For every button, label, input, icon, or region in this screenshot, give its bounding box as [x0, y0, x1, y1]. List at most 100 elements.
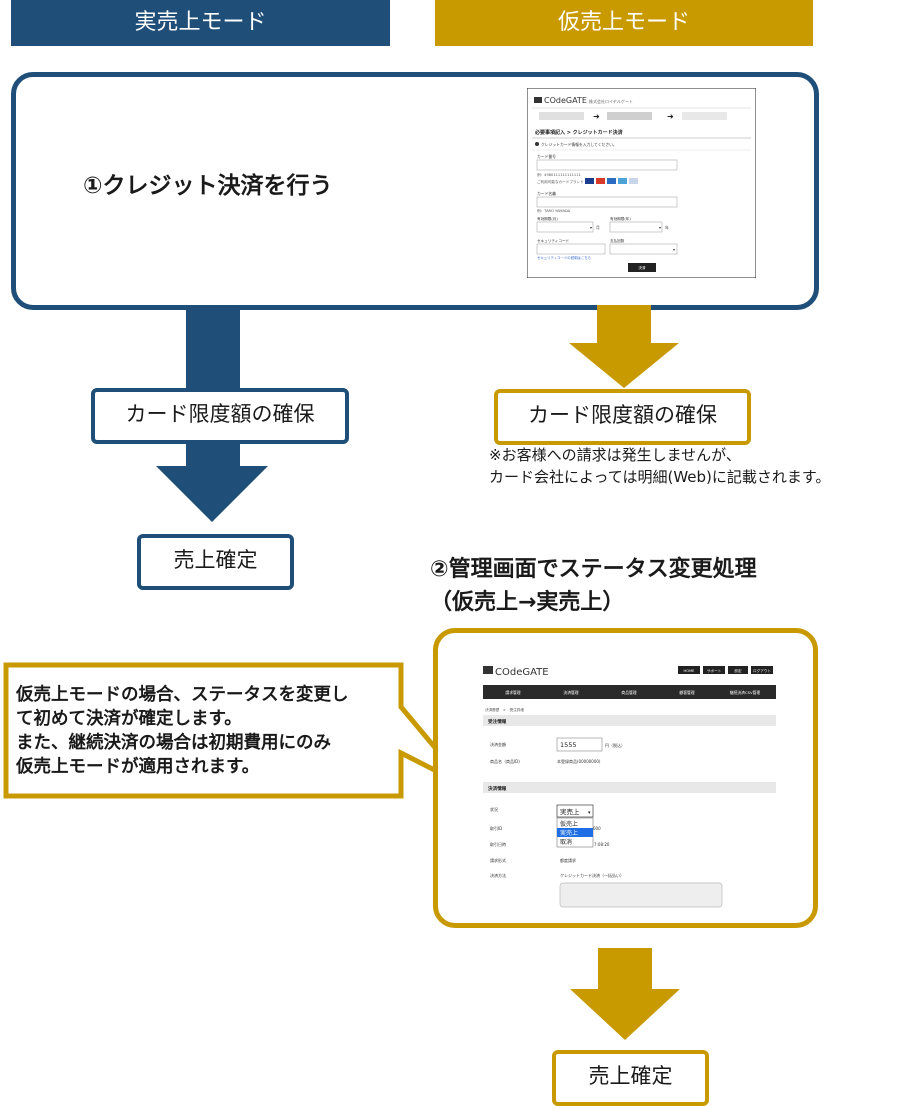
diners-icon [629, 178, 638, 184]
admin-nav-payments: 決済管理 [563, 690, 578, 695]
mini-security-label: セキュリティコード [537, 238, 570, 243]
admin-status-option-provisional: 仮売上 [560, 820, 578, 828]
mini-submit-label: 決済 [638, 265, 646, 270]
admin-amount-label: 決済金額 [490, 741, 506, 747]
step-arrow-icon: ➜ [667, 112, 674, 121]
left-confirm-box: 売上確定 [137, 534, 294, 590]
left-confirm-label: 売上確定 [173, 548, 258, 572]
payment-form-screenshot: COdeGATE 株式会社ロイヤルゲート ➜ ➜ 必要事項記入 > クレジットカ… [527, 88, 756, 278]
callout-line-1: 仮売上モードの場合、ステータスを変更し [16, 685, 349, 705]
chevron-down-icon: ▾ [588, 810, 591, 816]
admin-settings-button: 設定 [734, 668, 742, 673]
admin-status-option-cancel: 取消 [560, 838, 572, 846]
admin-order-section: 受注情報 [488, 718, 507, 725]
right-hold-box: カード限度額の確保 [494, 389, 751, 445]
admin-amount-input [556, 737, 603, 752]
admin-nav-csv: 継続決済CSV管理 [730, 690, 761, 695]
admin-logout-button: ログアウト [753, 668, 771, 673]
visa-icon [585, 178, 594, 184]
step-arrow-icon: ➜ [593, 112, 600, 121]
admin-billing-label: 請求形式 [490, 857, 506, 863]
mini-submit-button [628, 263, 656, 272]
mini-security-field [536, 243, 606, 255]
mini-pay-count-select [609, 243, 678, 255]
mini-section-title: 必要事項記入 > クレジットカード決済 [534, 129, 624, 136]
admin-method-value: クレジットカード決済（一括払い） [560, 872, 624, 878]
admin-billing-value: 都度請求 [560, 857, 576, 863]
callout-line-2: て初めて決済が確定します。 [16, 709, 242, 729]
admin-txn-date-label: 取引日時 [490, 841, 506, 847]
admin-home-button: HOME [684, 669, 696, 673]
callout-line-3: また、継続決済の場合は初期費用にのみ [16, 733, 331, 753]
mini-exp-year-select [609, 221, 663, 233]
admin-screenshot: COdeGATE HOME サポート 設定 ログアウト 請求管理 決済管理 商品… [483, 666, 776, 908]
step2-line-1: ②管理画面でステータス変更処理 [430, 557, 757, 582]
mini-security-link: セキュリティコードの説明はこちら [537, 255, 591, 260]
mini-logo: COdeGATE [544, 96, 587, 105]
admin-method-label: 決済方法 [490, 872, 506, 878]
left-hold-box: カード限度額の確保 [91, 388, 349, 444]
bottom-arrow-down-icon [570, 948, 680, 1040]
left-arrow-down-icon [156, 436, 268, 522]
admin-product-value: 本登録商品(00000000) [557, 758, 601, 764]
svg-text:▾: ▾ [659, 225, 661, 230]
codegate-logo-icon [483, 666, 493, 674]
mini-card-name-example: 例：TARO YAMADA [537, 208, 571, 213]
admin-status-select [556, 804, 594, 818]
left-arrow-shaft-icon [186, 305, 240, 391]
admin-amount-value: 1555 [560, 741, 577, 749]
mini-brand-label: ご利用可能なカードブランド [537, 179, 584, 184]
step2-title: ②管理画面でステータス変更処理 （仮売上→実売上） [430, 553, 757, 619]
header-real-sales-mode: 実売上モード [11, 0, 390, 46]
right-confirm-label: 売上確定 [588, 1064, 673, 1088]
mini-pay-count-label: 支払回数 [610, 238, 625, 243]
right-hold-label: カード限度額の確保 [528, 403, 717, 427]
admin-nav-products: 商品管理 [621, 690, 636, 695]
admin-status-label: 状況 [490, 806, 498, 812]
amex-icon [618, 178, 627, 184]
admin-nav-billing: 請求管理 [505, 690, 520, 695]
admin-memo-area [559, 882, 723, 908]
mastercard-icon [596, 178, 605, 184]
header-provisional-sales-mode: 仮売上モード [435, 0, 813, 46]
note-line-2: カード会社によっては明細(Web)に記載されます。 [489, 468, 831, 486]
svg-text:▾: ▾ [673, 247, 675, 252]
right-arrow-down-icon [569, 305, 679, 388]
note-line-1: ※お客様への請求は発生しませんが、 [489, 446, 741, 464]
admin-txn-date-value: 7:08:20 [594, 842, 610, 847]
admin-nav-customers: 顧客管理 [679, 690, 694, 695]
left-hold-label: カード限度額の確保 [125, 402, 315, 426]
right-note: ※お客様への請求は発生しませんが、 カード会社によっては明細(Web)に記載され… [489, 444, 830, 488]
admin-logo: COdeGATE [495, 667, 549, 678]
mini-card-name-field [536, 196, 678, 208]
admin-panel: COdeGATE HOME サポート 設定 ログアウト 請求管理 決済管理 商品… [433, 628, 818, 928]
admin-txn-id-label: 取引ID [490, 825, 502, 831]
mini-month-unit: 月 [596, 225, 600, 230]
callout-text: 仮売上モードの場合、ステータスを変更し て初めて決済が確定します。 また、継続決… [16, 683, 349, 779]
info-icon [535, 142, 539, 146]
mini-card-number-label: カード番号 [537, 154, 556, 159]
callout-line-4: 仮売上モードが適用されます。 [16, 757, 260, 777]
mini-card-name-label: カード名義 [537, 191, 556, 196]
right-confirm-box: 売上確定 [552, 1050, 709, 1106]
admin-breadcrumb: 決済履歴 > 受注詳細 [485, 707, 524, 712]
admin-status-selected: 実売上 [560, 807, 580, 816]
mini-exp-year-label: 有効期限(年) [610, 216, 631, 221]
step1-label: ①クレジット決済を行う [83, 173, 333, 199]
codegate-logo-icon [534, 97, 542, 103]
admin-txn-id-value: 000 [593, 826, 601, 831]
admin-product-label: 商品名（商品ID) [490, 758, 520, 764]
step2-line-2: （仮売上→実売上） [430, 590, 625, 615]
admin-payment-section: 決済情報 [488, 785, 507, 792]
mini-year-unit: 年 [665, 225, 669, 230]
mini-exp-month-label: 有効期限(月) [537, 216, 558, 221]
mini-company: 株式会社ロイヤルゲート [589, 98, 633, 104]
admin-status-option-real: 実売上 [560, 829, 578, 837]
mini-card-number-field [536, 159, 678, 171]
admin-support-button: サポート [707, 668, 722, 673]
svg-text:▾: ▾ [590, 225, 592, 230]
mini-card-number-example: 例：4980111111111111 [537, 172, 581, 177]
admin-nav-bar [483, 685, 776, 699]
mini-instruction: クレジットカード情報を入力してください。 [541, 142, 617, 147]
